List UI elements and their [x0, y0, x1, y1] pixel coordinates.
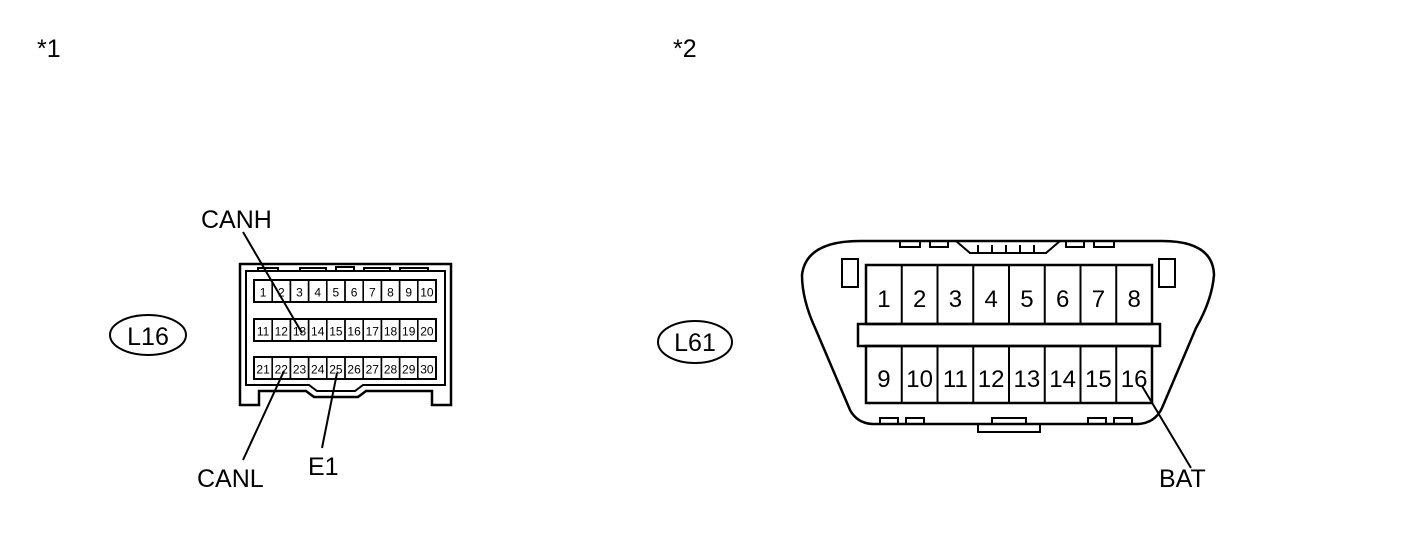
connector-l16-id-bubble — [109, 314, 187, 356]
l16-pin-number: 3 — [296, 286, 303, 300]
l16-pin-number: 20 — [420, 325, 434, 339]
l16-pin-number: 8 — [387, 286, 394, 300]
l16-pin-cell — [417, 279, 437, 303]
l61-pin-number: 12 — [978, 366, 1005, 393]
l16-pin-number: 23 — [293, 363, 307, 377]
l16-pin-number: 16 — [347, 325, 361, 339]
l61-pin-number: 5 — [1020, 286, 1033, 313]
connector-l16-housing — [238, 262, 453, 407]
l16-pin-number: 17 — [366, 325, 380, 339]
connector-l16-inner-wall — [245, 270, 446, 392]
l61-pin-number: 3 — [949, 286, 962, 313]
connector-l16-id: L16 — [127, 323, 169, 351]
l16-pin-number: 30 — [420, 363, 434, 377]
l16-pin-number: 15 — [329, 325, 343, 339]
callout-canl: CANL — [197, 465, 264, 493]
l16-pin-number: 1 — [260, 286, 267, 300]
connector-l61-top-notches — [899, 241, 1115, 248]
l61-pin-number: 6 — [1056, 286, 1069, 313]
l16-pin-number: 21 — [256, 363, 270, 377]
callout-canh: CANH — [201, 206, 272, 234]
l61-pin-number: 13 — [1014, 366, 1041, 393]
leader-e1 — [321, 372, 338, 449]
l61-pin-number: 7 — [1092, 286, 1105, 313]
l16-pin-number: 2 — [278, 286, 285, 300]
l16-pin-number: 27 — [366, 363, 380, 377]
connector-l61-bottom-key — [977, 417, 1041, 433]
connector-l61-top-key — [955, 240, 1061, 254]
l16-pin-number: 26 — [347, 363, 361, 377]
callout-e1: E1 — [308, 453, 339, 481]
l61-pin-number: 9 — [877, 366, 890, 393]
l16-pin-number: 28 — [384, 363, 398, 377]
l61-pin-number: 4 — [984, 286, 997, 313]
l61-pin-number: 8 — [1127, 286, 1140, 313]
l16-pin-number: 7 — [369, 286, 376, 300]
figure-2-marker: *2 — [673, 35, 697, 63]
l16-pin-number: 13 — [293, 325, 307, 339]
l61-pin-number: 2 — [913, 286, 926, 313]
connector-l61-slot-right — [1158, 258, 1176, 288]
l16-pin-number: 25 — [329, 363, 343, 377]
l61-pin-number: 15 — [1085, 366, 1112, 393]
connector-l61 — [800, 239, 1216, 433]
l16-pin-number: 29 — [402, 363, 416, 377]
l16-pin-number: 19 — [402, 325, 416, 339]
figure-1-marker: *1 — [37, 35, 61, 63]
callout-bat: BAT — [1159, 465, 1206, 493]
leader-canh — [242, 231, 303, 334]
l16-pin-number: 24 — [311, 363, 325, 377]
l16-pin-cell — [417, 356, 437, 380]
l16-pin-number: 6 — [351, 286, 358, 300]
connector-l61-id-bubble — [657, 320, 733, 364]
l61-pin-number: 14 — [1049, 366, 1076, 393]
leader-canl — [242, 370, 285, 461]
l16-pin-cell — [417, 318, 437, 342]
connector-l61-housing — [800, 239, 1216, 426]
l61-pin-number: 10 — [906, 366, 933, 393]
connector-l61-slot-left — [841, 258, 859, 288]
l16-pin-number: 18 — [384, 325, 398, 339]
l61-pin-number: 11 — [943, 366, 968, 393]
connector-l61-bottom-notches — [879, 417, 1133, 424]
l16-pin-number: 4 — [314, 286, 321, 300]
connector-l61-center-rib — [856, 322, 1162, 348]
l16-pin-number: 22 — [275, 363, 289, 377]
l61-pin-number: 1 — [877, 286, 890, 313]
l16-pin-number: 5 — [333, 286, 340, 300]
l16-pin-number: 14 — [311, 325, 325, 339]
connector-l61-key-ticks — [977, 245, 1035, 253]
l16-pin-number: 12 — [275, 325, 289, 339]
l16-pin-number: 10 — [420, 286, 434, 300]
leader-bat — [1141, 385, 1192, 469]
connector-l16 — [238, 262, 453, 407]
connector-l16-latches — [257, 266, 429, 271]
l16-pin-number: 9 — [405, 286, 412, 300]
l16-pin-number: 11 — [257, 325, 270, 339]
connector-l61-id: L61 — [674, 329, 716, 357]
